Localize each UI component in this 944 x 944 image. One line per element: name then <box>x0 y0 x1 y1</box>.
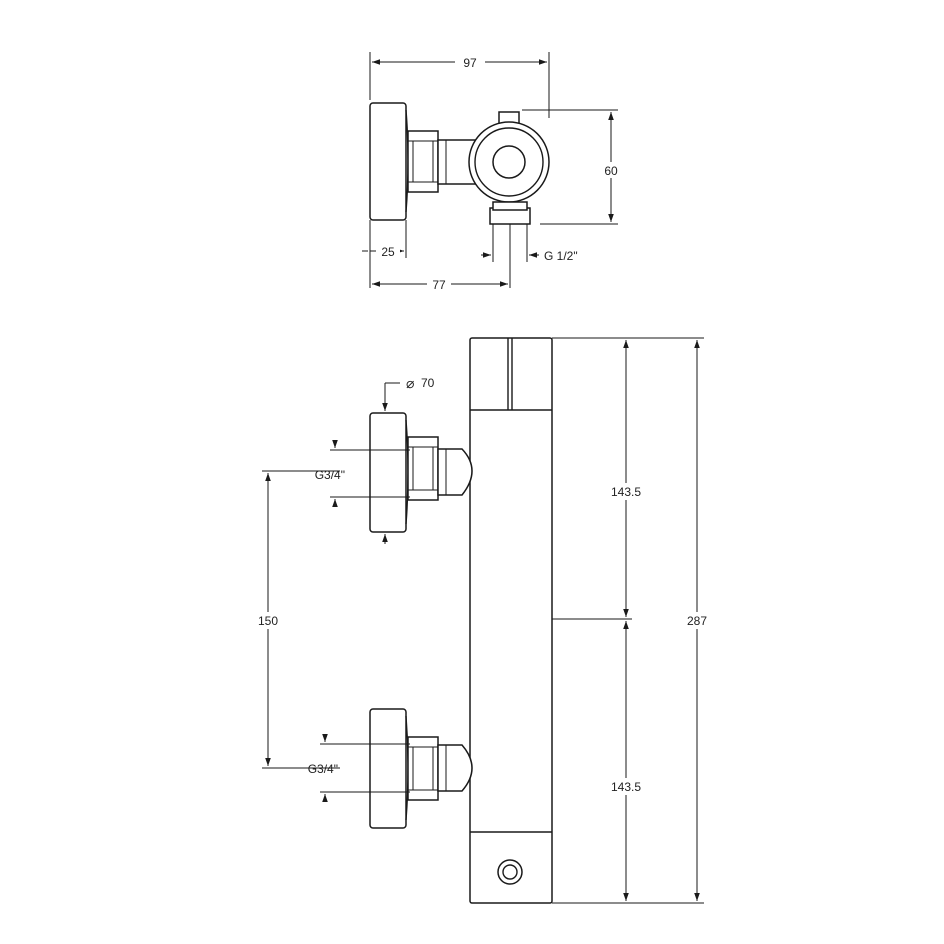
dim-inlet-spacing-label: 150 <box>258 614 278 628</box>
top-view-outlet-thread <box>492 201 528 211</box>
upper-inlet-connector <box>437 448 473 496</box>
dim-total-height-label: 287 <box>687 614 707 628</box>
dim-wall-depth-label: 25 <box>381 245 395 259</box>
top-view: 97 60 25 77 G 1/2" <box>362 52 624 292</box>
upper-inlet-flange <box>369 412 407 533</box>
front-view-outlet-ring <box>497 859 523 885</box>
dim-width-label: 97 <box>463 56 477 70</box>
front-view-outlet-hole <box>502 864 518 880</box>
dim-upper-thread-label: G3/4" <box>315 468 345 482</box>
top-view-spindle <box>492 145 526 179</box>
dim-lower-height-label: 143.5 <box>611 780 641 794</box>
dim-outlet-thread-label: G 1/2" <box>544 249 578 263</box>
dim-diameter-label: 70 <box>421 376 435 390</box>
dim-diameter-symbol: ⌀ <box>406 375 414 391</box>
dim-outlet-offset-label: 77 <box>432 278 446 292</box>
dim-upper-height-label: 143.5 <box>611 485 641 499</box>
lower-inlet-connector <box>437 744 473 792</box>
top-view-body-inner <box>474 127 544 197</box>
front-view: ⌀ 70 G3/4" G3/4" 150 143.5 143.5 287 <box>252 337 714 904</box>
top-view-wall-flange <box>369 102 407 221</box>
front-view-body <box>469 337 553 904</box>
dim-height-label: 60 <box>604 164 618 178</box>
dim-lower-thread-label: G3/4" <box>308 762 338 776</box>
lower-inlet-flange <box>369 708 407 829</box>
